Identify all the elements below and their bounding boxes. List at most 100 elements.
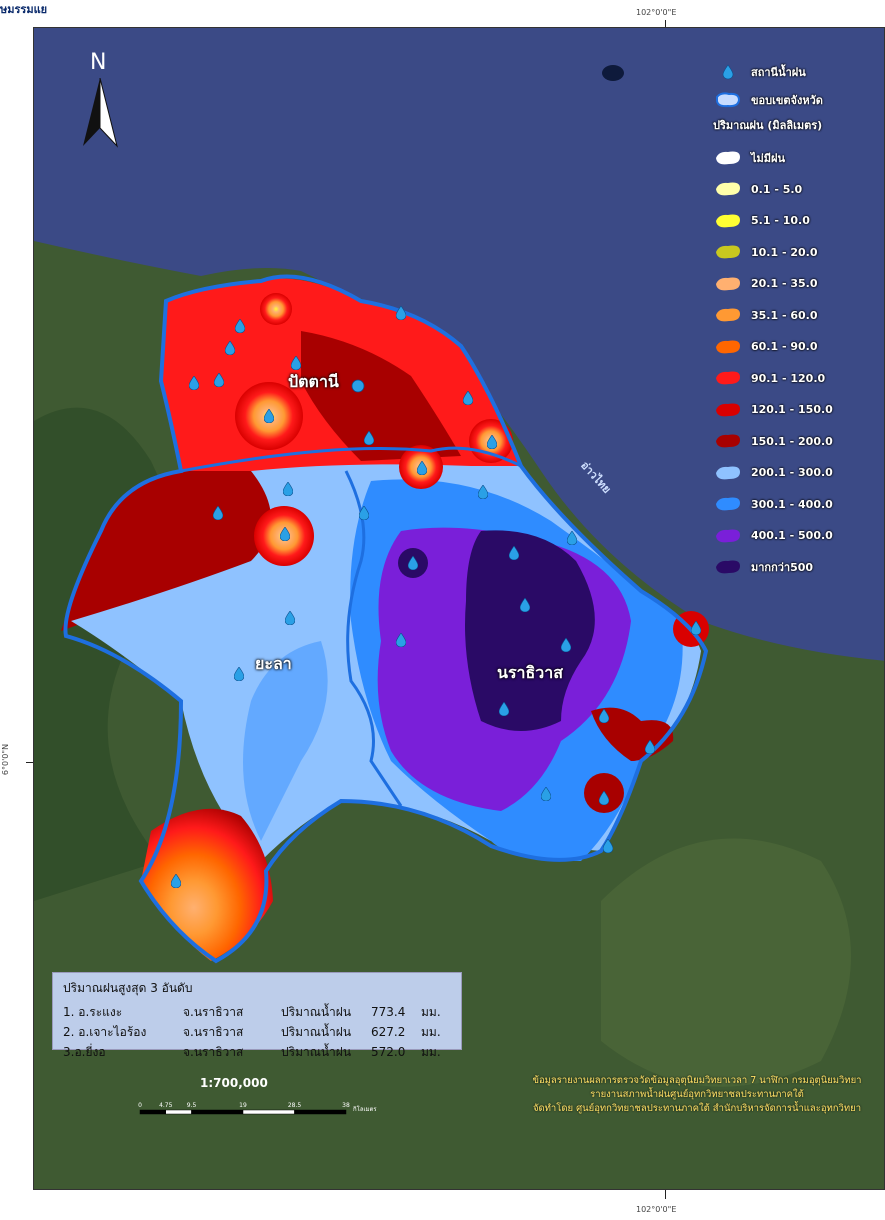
legend-class-8: 120.1 - 150.0 (713, 394, 873, 426)
legend-class-9: 150.1 - 200.0 (713, 426, 873, 458)
legend-class-1: 0.1 - 5.0 (713, 174, 873, 206)
map-legend: สถานีน้ำฝน ขอบเขตจังหวัด ปริมาณฝน (มิลลิ… (713, 58, 873, 583)
top3-district: 2. อ.เจาะไอร้อง (63, 1024, 147, 1039)
legend-class-label: 150.1 - 200.0 (751, 434, 833, 448)
legend-class-label: 20.1 - 35.0 (751, 277, 818, 291)
province-boundary (344, 470, 403, 807)
label-narathiwat: นราธิวาส (497, 663, 564, 682)
map-frame[interactable] (33, 27, 885, 1190)
grid-label-top-lon: 102°0'0"E (636, 8, 677, 17)
top3-district: 3.อ.ยี่งอ (63, 1044, 106, 1059)
legend-class-label: 120.1 - 150.0 (751, 403, 833, 417)
legend-swatch (716, 497, 740, 511)
north-arrow-icon (83, 78, 118, 148)
legend-swatch (716, 308, 740, 322)
legend-swatch (716, 245, 740, 259)
top3-unit: มม. (421, 1024, 441, 1039)
province-boundary (63, 274, 709, 964)
island (602, 65, 624, 81)
label-pattani: ปัตตานี (288, 372, 339, 391)
source-line-1: ข้อมูลรายงานผลการตรวจวัดข้อมูลอุตุนิยมวิ… (532, 1075, 862, 1086)
legend-swatch (716, 466, 740, 480)
province-rain-darkpurple (465, 530, 595, 731)
legend-swatch (716, 214, 740, 228)
legend-class-0: ไม่มีฝน (713, 142, 873, 174)
legend-station: สถานีน้ำฝน (713, 58, 873, 86)
top3-title: ปริมาณฝนสูงสุด 3 อันดับ (63, 981, 193, 995)
legend-class-13: มากกว่า500 (713, 552, 873, 584)
scale-tick-label: 9.5 (187, 1102, 197, 1109)
legend-class-label: 400.1 - 500.0 (751, 529, 833, 543)
legend-swatch (716, 371, 740, 385)
legend-swatch (716, 403, 740, 417)
legend-class-label: 60.1 - 90.0 (751, 340, 818, 354)
legend-class-12: 400.1 - 500.0 (713, 520, 873, 552)
legend-class-label: 35.1 - 60.0 (751, 308, 818, 322)
top3-value: 627.2 (371, 1025, 406, 1039)
grid-label-bottom-lon: 102°0'0"E (636, 1205, 677, 1214)
top3-unit: มม. (421, 1004, 441, 1019)
scale-segment (294, 1109, 347, 1115)
legend-class-10: 200.1 - 300.0 (713, 457, 873, 489)
source-line-2: รายงานสภาพน้ำฝนศูนย์อุทกวิทยาชลประทานภาค… (590, 1089, 804, 1100)
scale-segment (242, 1109, 295, 1115)
scale-tick-label: 4.75 (159, 1102, 173, 1109)
legend-class-label: ไม่มีฝน (751, 151, 785, 165)
top3-province: จ.นราธิวาส (183, 1024, 244, 1039)
province-boundary (180, 446, 522, 473)
grid-tick-bottom (665, 1190, 666, 1199)
legend-class-3: 10.1 - 20.0 (713, 237, 873, 269)
legend-class-5: 35.1 - 60.0 (713, 300, 873, 332)
source-line-3: จัดทำโดย ศูนย์อุทกวิทยาชลประทานภาคใต้ สำ… (532, 1103, 862, 1114)
grid-tick-left (26, 762, 34, 763)
top3-label: ปริมาณน้ำฝน (281, 1044, 352, 1059)
hotspot (260, 293, 292, 325)
scale-tick-label: 28.5 (288, 1102, 302, 1109)
rain-station-icon (722, 64, 734, 80)
legend-class-6: 60.1 - 90.0 (713, 331, 873, 363)
scale-segment (139, 1109, 166, 1115)
top3-value: 572.0 (371, 1045, 406, 1059)
grid-tick-top (665, 20, 666, 29)
province-rain-darkred (301, 331, 461, 461)
label-yala: ยะลา (255, 654, 292, 673)
legend-swatch (716, 277, 740, 291)
north-arrow: N (80, 50, 120, 150)
top3-row: 2. อ.เจาะไอร้อง จ.นราธิวาส ปริมาณน้ำฝน 627.… (63, 1022, 451, 1042)
province-rain-lightblue (243, 641, 328, 841)
legend-classes: ไม่มีฝน 0.1 - 5.0 5.1 - 10.0 10.1 - 20.0 20.… (713, 142, 873, 583)
scale-tick-label: 19 (239, 1102, 247, 1109)
rainfall-map (34, 28, 884, 1189)
top3-province: จ.นราธิวาส (183, 1004, 244, 1019)
legend-class-2: 5.1 - 10.0 (713, 205, 873, 237)
legend-class-7: 90.1 - 120.0 (713, 363, 873, 395)
scale-tick-label: 38 (342, 1102, 350, 1109)
boundary-icon (716, 92, 741, 108)
legend-swatch (716, 182, 740, 196)
legend-class-label: 10.1 - 20.0 (751, 245, 818, 259)
legend-title: ปริมาณฝน (มิลลิเมตร) (713, 119, 823, 132)
legend-class-label: 0.1 - 5.0 (751, 182, 803, 196)
land-texture (601, 838, 851, 1087)
top3-unit: มม. (421, 1044, 441, 1059)
grid-label-left-lat: 6°0'0"N (1, 743, 11, 776)
top3-label: ปริมาณน้ำฝน (281, 1024, 352, 1039)
legend-swatch (716, 434, 740, 448)
legend-swatch (716, 151, 740, 165)
data-source: ข้อมูลรายงานผลการตรวจวัดข้อมูลอุตุนิยมวิ… (517, 1074, 877, 1116)
legend-station-label: สถานีน้ำฝน (751, 66, 806, 79)
north-label: N (90, 50, 107, 75)
legend-boundary: ขอบเขตจังหวัด (713, 86, 873, 114)
scale-unit: กิโลเมตร (353, 1106, 377, 1113)
scale-segment (191, 1109, 244, 1115)
rain-station-circle (351, 379, 365, 393)
agency-brand: ิษมรรมแย (0, 3, 48, 16)
legend-class-label: มากกว่า500 (751, 561, 814, 575)
legend-class-label: 90.1 - 120.0 (751, 371, 826, 385)
top3-value: 773.4 (371, 1005, 406, 1019)
province-rain-darkred (61, 471, 321, 631)
